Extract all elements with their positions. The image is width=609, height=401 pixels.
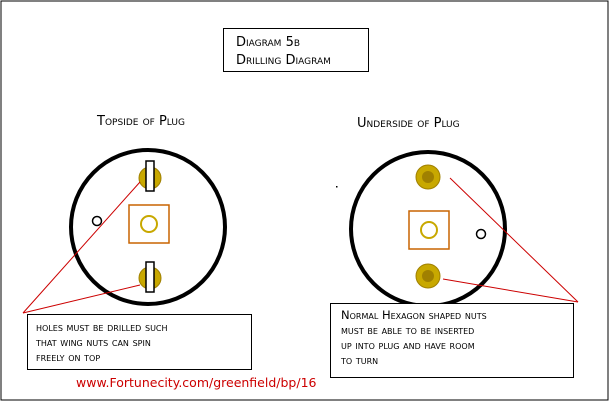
diagram-title-box: Diagram 5b Drilling Diagram	[223, 28, 369, 72]
topside-top-slot	[145, 160, 155, 192]
stray-dot	[336, 186, 338, 188]
underside-top-hole-center	[422, 171, 434, 183]
topside-label: Topside of Plug	[97, 114, 185, 129]
underside-note-line: Normal Hexagon shaped nuts	[341, 308, 487, 322]
topside-plug-outline	[69, 148, 227, 306]
diagram-title: Diagram 5b	[236, 35, 301, 50]
underside-small-hole	[475, 228, 487, 240]
topside-note-line: holes must be drilled such	[36, 320, 168, 334]
topside-bottom-slot	[145, 261, 155, 293]
underside-note-line: up into plug and have room	[341, 338, 475, 352]
underside-leader-line-bottom	[442, 278, 579, 303]
diagram-subtitle: Drilling Diagram	[236, 53, 331, 68]
topside-note: holes must be drilled such that wing nut…	[27, 314, 252, 370]
topside-center-hole	[140, 215, 158, 233]
topside-note-line: that wing nuts can spin	[36, 335, 151, 349]
underside-plug	[349, 150, 579, 308]
underside-note-line: to turn	[341, 353, 379, 367]
underside-label: Underside of Plug	[357, 116, 460, 131]
topside-leader-line-bottom	[22, 284, 141, 314]
underside-note-line: must be able to be inserted	[341, 323, 475, 337]
underside-note: Normal Hexagon shaped nuts must be able …	[330, 303, 574, 378]
topside-leader-line-top	[22, 181, 141, 314]
source-url: www.Fortunecity.com/greenfield/bp/16	[76, 375, 317, 390]
topside-note-line: freely on top	[36, 350, 101, 364]
underside-bottom-hole-center	[422, 270, 434, 282]
topside-plug	[22, 148, 227, 314]
underside-center-hole	[420, 221, 438, 239]
topside-small-hole	[91, 215, 103, 227]
underside-leader-line-top	[449, 177, 579, 303]
